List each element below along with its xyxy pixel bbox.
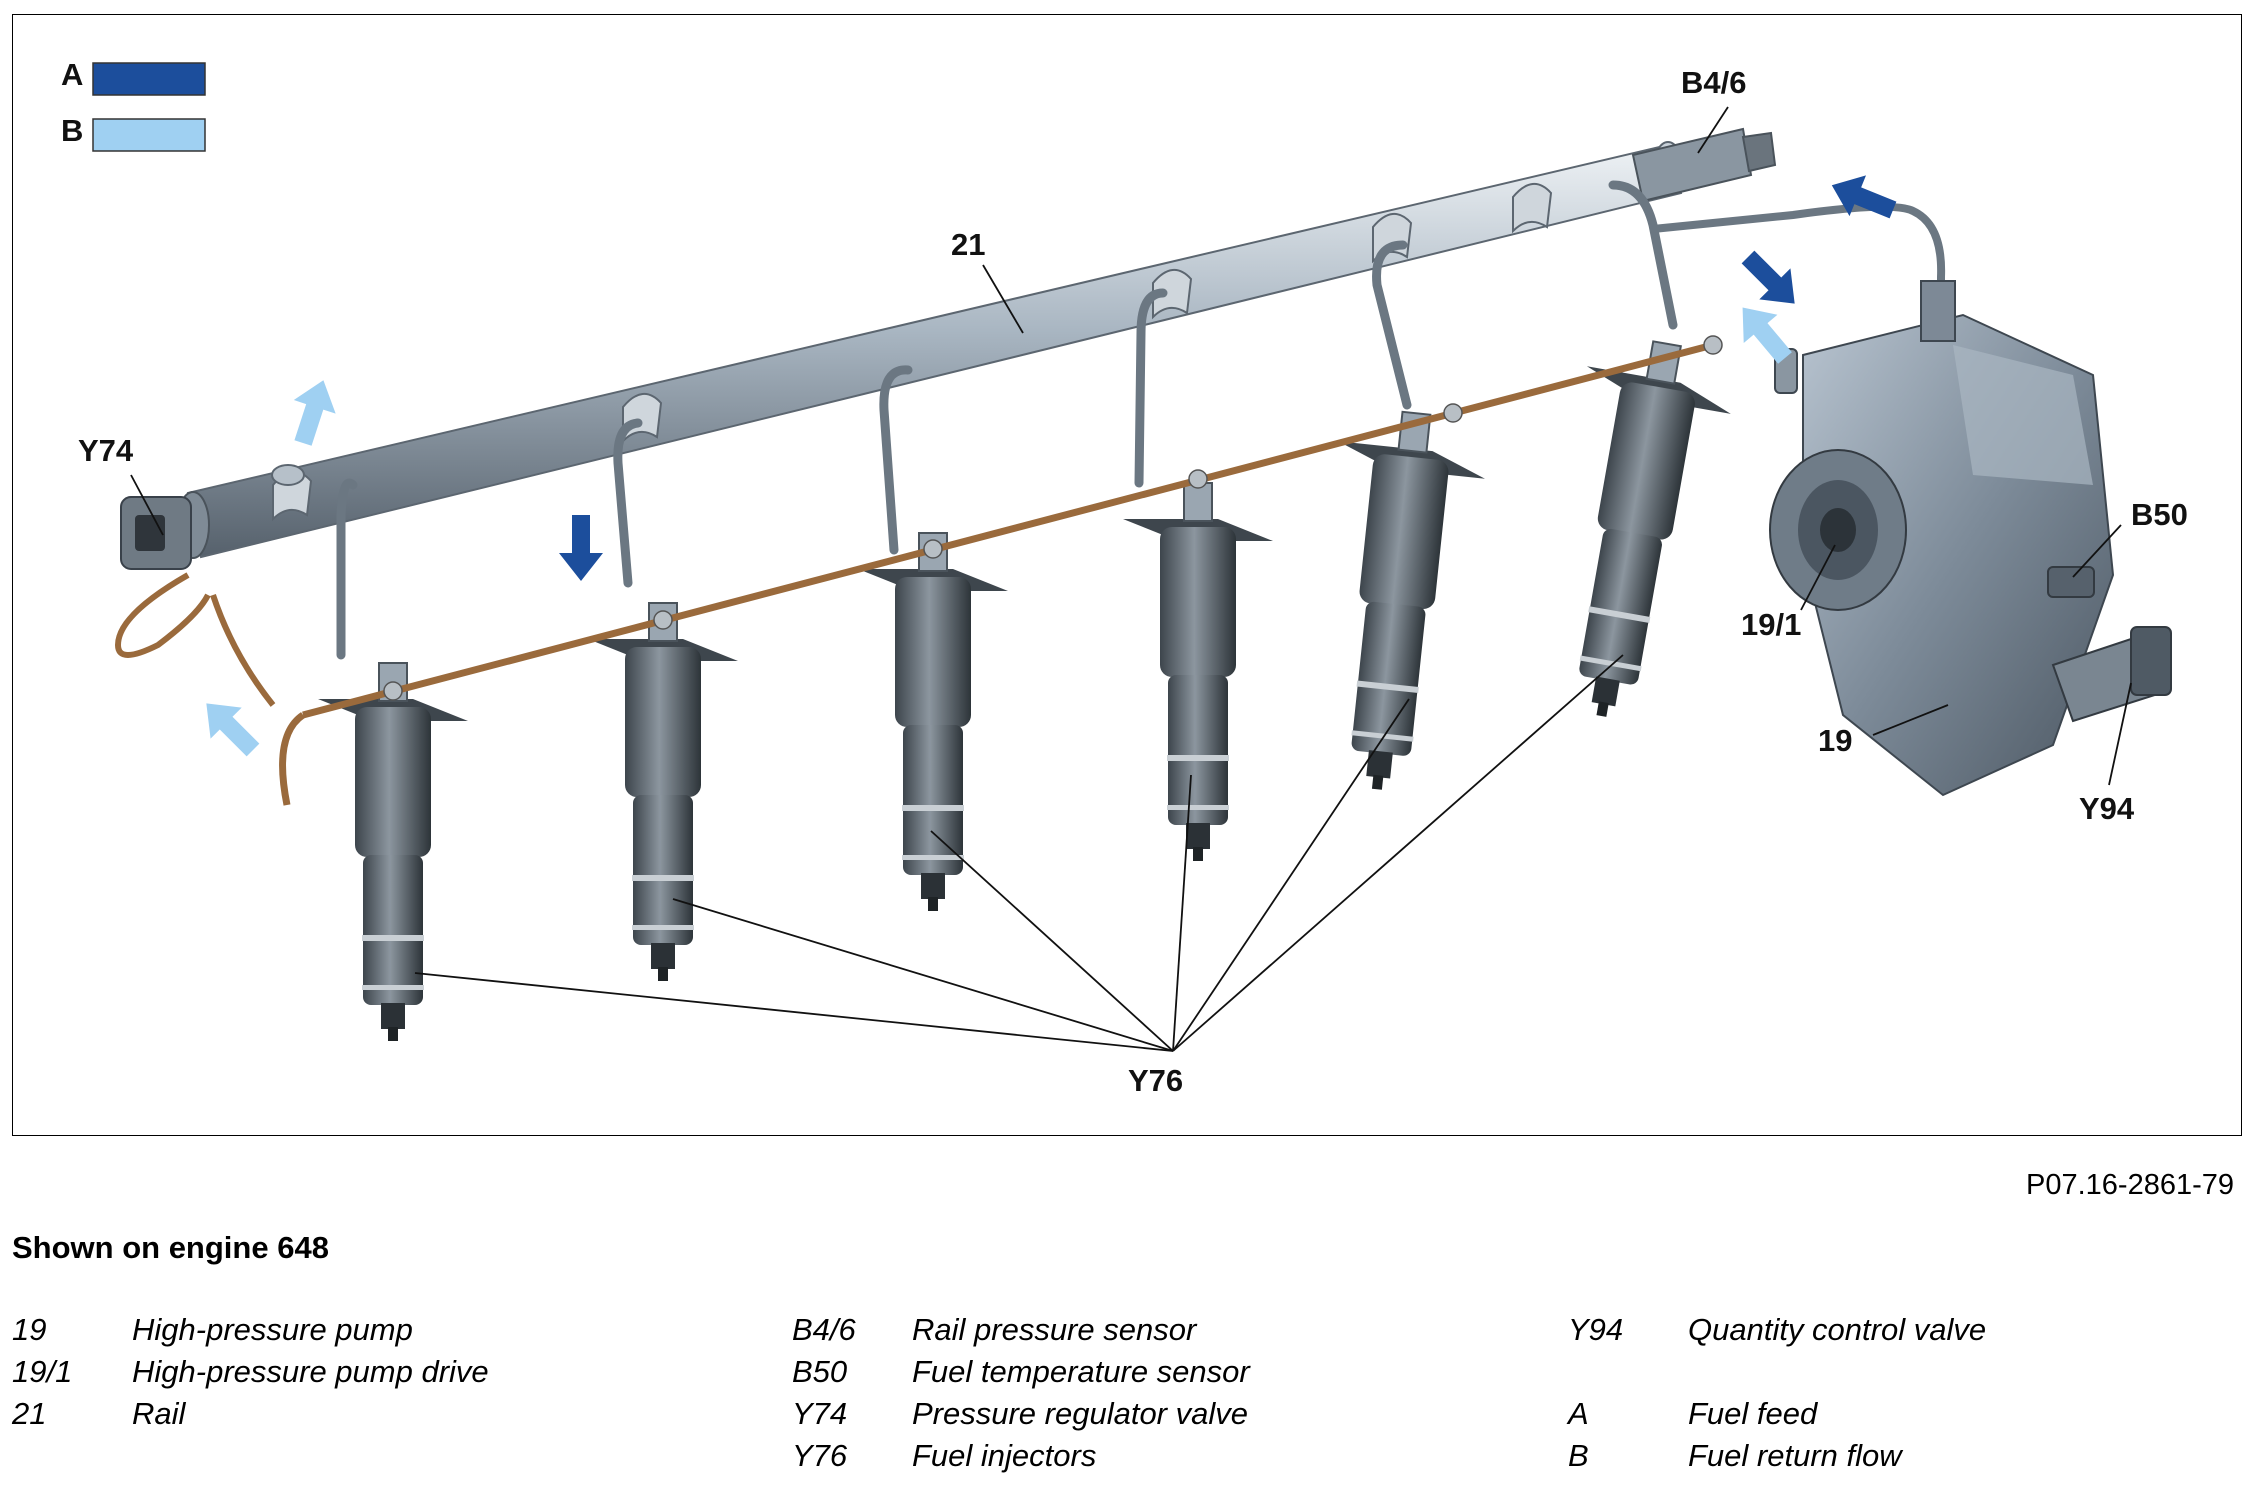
quantity-control-valve bbox=[2051, 626, 2172, 723]
high-pressure-pump bbox=[1769, 280, 2172, 797]
legend-row: 21 Rail bbox=[12, 1396, 489, 1438]
return-arrow-line bbox=[206, 703, 260, 757]
legend-swatch-a: A bbox=[61, 57, 206, 96]
callout-21: 21 bbox=[951, 227, 985, 262]
legend-swatch-b: B bbox=[61, 113, 206, 152]
flow-arrows bbox=[206, 175, 1897, 757]
legend-row: 19 High-pressure pump bbox=[12, 1312, 489, 1354]
legend-desc: Fuel feed bbox=[1688, 1396, 1818, 1431]
fuel-system-illustration: A B bbox=[61, 57, 2188, 1098]
legend-column-1: 19 High-pressure pump 19/1 High-pressure p… bbox=[12, 1312, 489, 1438]
legend-desc: Fuel return flow bbox=[1688, 1438, 1902, 1473]
rail-pressure-sensor bbox=[1631, 127, 1777, 203]
fuel-return-line bbox=[114, 335, 1723, 806]
callout-y76: Y76 bbox=[1128, 1063, 1183, 1098]
legend-row: 19/1 High-pressure pump drive bbox=[12, 1354, 489, 1396]
rail bbox=[120, 127, 1777, 570]
legend-desc: Rail bbox=[132, 1396, 186, 1431]
pump-feed-line bbox=[1652, 202, 1946, 305]
legend-code: 19 bbox=[12, 1312, 47, 1347]
legend-row: A Fuel feed bbox=[1568, 1396, 1986, 1438]
legend-swatch-a-label: A bbox=[61, 57, 83, 92]
callout-b4-6: B4/6 bbox=[1681, 65, 1746, 100]
legend-code: Y94 bbox=[1568, 1312, 1624, 1347]
feed-arrow-rail bbox=[559, 515, 603, 581]
legend-row: Y94 Quantity control valve bbox=[1568, 1312, 1986, 1354]
feed-arrow-pump-outlet bbox=[1831, 175, 1897, 219]
leader-lines bbox=[130, 106, 2132, 1052]
legend-desc: High-pressure pump drive bbox=[132, 1354, 489, 1389]
legend-desc: Quantity control valve bbox=[1688, 1312, 1987, 1347]
reference-code: P07.16-2861-79 bbox=[2026, 1169, 2234, 1201]
return-arrow-regulator bbox=[293, 380, 336, 446]
legend-row: Y76 Fuel injectors bbox=[792, 1438, 1250, 1480]
pressure-regulator-valve bbox=[120, 496, 192, 570]
legend-code: Y76 bbox=[792, 1438, 848, 1473]
feed-arrow-pump-inlet bbox=[1741, 250, 1795, 304]
legend-column-2: B4/6 Rail pressure sensor B50 Fuel tempera… bbox=[792, 1312, 1250, 1480]
legend-desc: Rail pressure sensor bbox=[912, 1312, 1197, 1347]
legend-code: 21 bbox=[12, 1396, 47, 1431]
legend-code: B50 bbox=[792, 1354, 848, 1389]
legend-row: Y74 Pressure regulator valve bbox=[792, 1396, 1250, 1438]
callout-y74: Y74 bbox=[78, 433, 134, 468]
legend-code: B bbox=[1568, 1438, 1589, 1473]
callout-y94: Y94 bbox=[2079, 791, 2135, 826]
fuel-temperature-sensor bbox=[2047, 566, 2095, 598]
legend-desc: Fuel injectors bbox=[912, 1438, 1097, 1473]
legend-code: A bbox=[1568, 1396, 1589, 1431]
legend-code: B4/6 bbox=[792, 1312, 856, 1347]
figure-caption: Shown on engine 648 bbox=[12, 1230, 329, 1265]
legend-desc: Pressure regulator valve bbox=[912, 1396, 1248, 1431]
callout-19-1: 19/1 bbox=[1741, 607, 1801, 642]
legend-row: B4/6 Rail pressure sensor bbox=[792, 1312, 1250, 1354]
fuel-feed-swatch bbox=[92, 62, 206, 96]
legend-spacer bbox=[1568, 1354, 1986, 1396]
legend-row: B Fuel return flow bbox=[1568, 1438, 1986, 1480]
callout-19: 19 bbox=[1818, 723, 1852, 758]
legend-code: Y74 bbox=[792, 1396, 848, 1431]
legend-column-3: Y94 Quantity control valve A Fuel feed B Fu… bbox=[1568, 1312, 1986, 1480]
high-pressure-lines bbox=[336, 180, 1678, 660]
figure-frame: A B bbox=[12, 14, 2242, 1136]
callout-b50: B50 bbox=[2131, 497, 2188, 532]
legend-code: 19/1 bbox=[12, 1354, 73, 1389]
fuel-return-swatch bbox=[92, 118, 206, 152]
legend-row: B50 Fuel temperature sensor bbox=[792, 1354, 1250, 1396]
return-arrow-pump bbox=[1742, 307, 1792, 364]
legend-desc: Fuel temperature sensor bbox=[912, 1354, 1250, 1389]
high-pressure-pump-drive bbox=[1769, 449, 1907, 611]
legend-desc: High-pressure pump bbox=[132, 1312, 413, 1347]
legend-swatch-b-label: B bbox=[61, 113, 83, 148]
